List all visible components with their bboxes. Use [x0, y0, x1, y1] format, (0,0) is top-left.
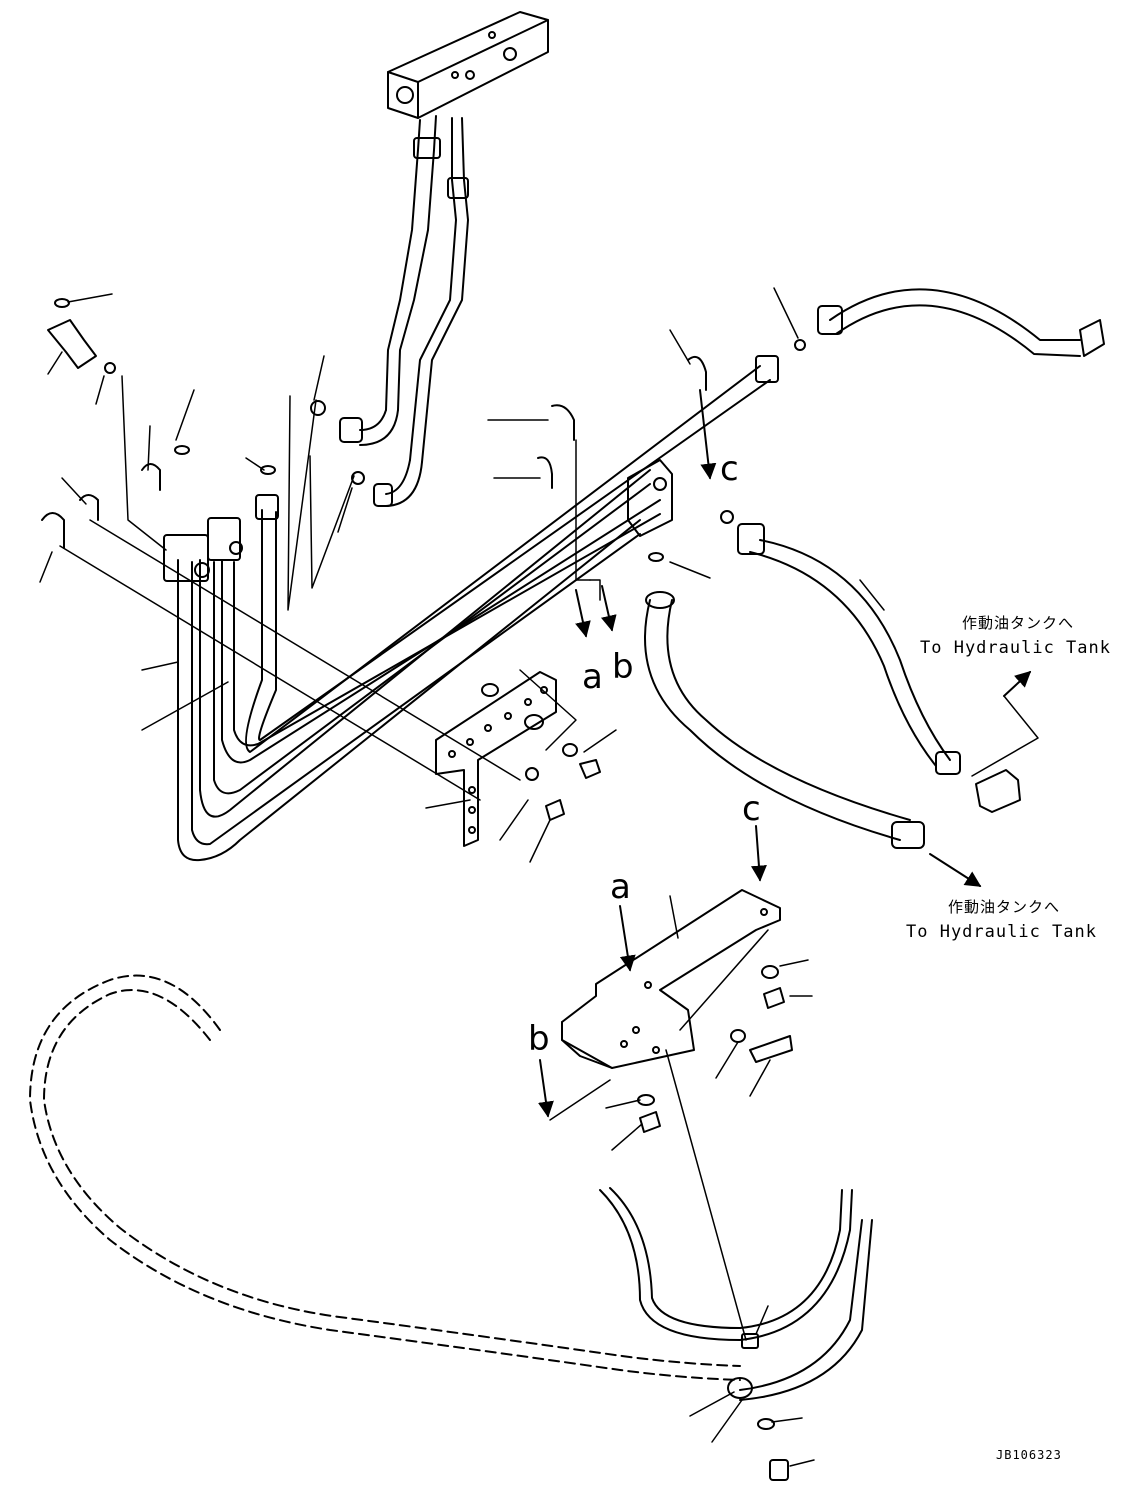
hose-middle — [644, 591, 925, 849]
ref-letter-lower-a: a — [610, 867, 631, 907]
mount-plate — [561, 889, 781, 1069]
hose-upper-right — [817, 288, 1105, 357]
lower-harness — [599, 1187, 873, 1481]
ref-letter-upper-b: b — [612, 647, 634, 687]
ref-letter-lower-b: b — [528, 1019, 550, 1059]
tank-label-lower-jp: 作動油タンクへ — [948, 898, 1061, 916]
tank-label-upper-en: To Hydraulic Tank — [920, 638, 1111, 658]
valve-hoses — [339, 115, 469, 507]
dashed-harness — [29, 974, 741, 1381]
tank-label-lower-en: To Hydraulic Tank — [906, 922, 1097, 942]
valve-block — [387, 11, 549, 119]
arrows — [538, 389, 1032, 1118]
ref-letter-upper-c: c — [720, 449, 739, 489]
tank-label-upper-jp: 作動油タンクへ — [962, 614, 1075, 632]
hose-to-tank — [737, 523, 1021, 813]
drawing-code: JB106323 — [996, 1448, 1062, 1462]
tube-bracket — [435, 671, 557, 847]
steel-tubes — [163, 355, 779, 862]
leader-lines — [39, 287, 1039, 1467]
small-parts — [41, 298, 806, 1430]
ref-letter-upper-a: a — [582, 657, 603, 697]
ref-letter-lower-c: c — [742, 789, 761, 829]
